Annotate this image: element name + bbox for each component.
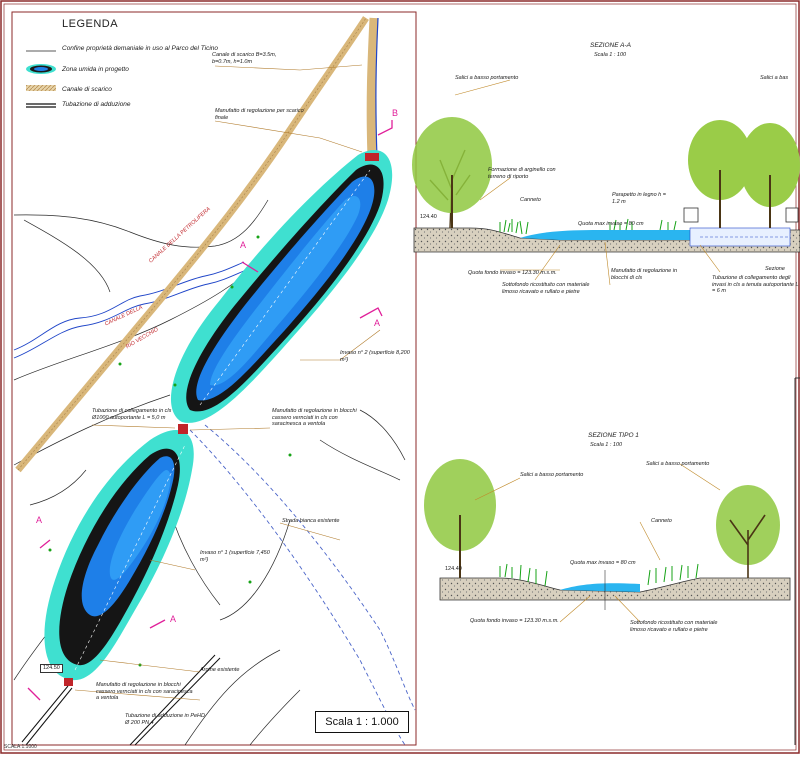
section-b-scale: Scala 1 : 100 — [590, 442, 623, 448]
section-aa-manufatto: Manufatto di regolazione in blocchi di c… — [611, 268, 678, 281]
legend-item-wetland: Zona umida in progetto — [62, 66, 129, 73]
legend-item-boundary: Confine proprietà demaniale in uso al Pa… — [62, 45, 219, 52]
basin-2 — [170, 150, 393, 423]
pipe-connection-label: Tubazione di collegamento in cls Ø1000 a… — [92, 408, 172, 421]
label-leaders — [74, 64, 381, 701]
manufatto-low-label: Manufatto di regolazione in blocchi cass… — [96, 682, 193, 701]
canal-watercourse — [13, 261, 247, 359]
section-b-bottom-level: Quota fondo invaso = 123.30 m.s.m. — [470, 618, 559, 624]
section-b-tree-left — [424, 459, 496, 578]
embankment-label: Argine esistente — [200, 667, 240, 673]
section-aa-bottom-level: Quota fondo invaso = 123.30 m.s.m. — [468, 270, 557, 276]
level-tag: 124.50 — [40, 664, 63, 673]
drainage-canal-icon — [26, 85, 56, 91]
manufatto-mid-label: Manufatto di regolazione in blocchi cass… — [272, 408, 357, 427]
section-aa-tree-right — [688, 120, 800, 228]
section-aa-topsoil: Formazione di arginello con terreno di r… — [488, 167, 556, 180]
wetland-zone-icon — [26, 64, 56, 74]
section-aa-tree-left — [412, 117, 492, 229]
outlet-canal — [366, 17, 379, 159]
section-mark-a-lower-right: A — [170, 614, 177, 624]
plan-scale-box: Scala 1 : 1.000 — [315, 711, 409, 733]
section-b-canna: Canneto — [651, 518, 672, 524]
survey-points — [48, 235, 292, 667]
section-b-ground — [439, 577, 791, 601]
section-aa-trees-left: Salici a basso portamento — [455, 75, 519, 81]
section-b-water-level: Quota max invaso = 80 cm — [570, 560, 636, 566]
section-marks — [27, 120, 393, 701]
terrain-contours — [13, 199, 406, 746]
section-aa-reeds — [499, 218, 677, 235]
supply-pipeline — [21, 654, 221, 746]
canal-label: Canale di scarico B=3.5m, b=0.7m, h=1.0m — [212, 52, 277, 65]
supply-pipe-label: Tubazione di adduzione in PeHD Ø 200 PN … — [125, 713, 206, 726]
section-aa-water-level: Quota max invaso = 80 cm — [578, 221, 644, 227]
section-aa-title: SEZIONE A-A — [590, 42, 631, 49]
sheet-border-inner — [3, 3, 797, 751]
page-ref: SCALA 1:1000 — [4, 744, 37, 750]
basin-1 — [44, 430, 194, 681]
legend-item-pipe: Tubazione di adduzione — [62, 101, 131, 108]
section-mark-a-lower: A — [36, 515, 43, 525]
outlet-structure — [365, 153, 379, 161]
basin-2-label: Invaso n° 2 (superficie 8,200 m²) — [340, 350, 410, 363]
legend-item-canal: Canale di scarico — [62, 86, 112, 93]
section-aa-elev: 124.40 — [420, 214, 437, 220]
parapet-icon — [683, 207, 699, 223]
section-b-reeds — [499, 563, 699, 587]
section-b-title: SEZIONE TIPO 1 — [588, 432, 639, 439]
section-aa-trees-right: Salici a bas — [760, 75, 789, 81]
basin-1-label: Invaso n° 1 (superficie 7,450 m²) — [200, 550, 270, 563]
section-aa-sezione-tag: Sezione — [765, 266, 785, 272]
section-b-water — [560, 583, 640, 592]
section-aa-scale: Scala 1 : 100 — [594, 52, 627, 58]
section-aa-water — [520, 230, 690, 240]
pipeline-icon — [26, 103, 56, 108]
road-label: Strada bianca esistente — [282, 518, 340, 524]
section-b-elev-left: 124.40 — [445, 566, 462, 572]
section-aa-parapet: Parapetto in legno h = 1.2 m — [612, 192, 666, 205]
legend-title: LEGENDA — [62, 18, 119, 30]
section-b-trees-left: Salici a basso portamento — [520, 472, 584, 478]
section-b-bottom-fill: Sottofondo ricostituito con materiale li… — [630, 620, 718, 633]
section-aa-bottom-fill: Sottofondo ricostituito con materiale li… — [502, 282, 590, 295]
plan-panel-border — [11, 11, 417, 746]
regulation-structure-mid — [178, 424, 188, 434]
section-b-tree-right — [716, 485, 780, 578]
section-mark-a-upper: A — [240, 240, 247, 250]
section-b-trees-right: Salici a basso portamento — [646, 461, 710, 467]
section-mark-b: B — [392, 108, 399, 118]
section-mark-a-right: A — [374, 318, 381, 328]
legend — [26, 50, 56, 108]
section-b — [424, 459, 791, 623]
gravel-road — [189, 424, 416, 746]
section-aa — [412, 79, 800, 286]
section-aa-tubazione: Tubazione di collegamento degli invasi i… — [712, 275, 799, 294]
section-aa-canna: Canneto — [520, 197, 541, 203]
outlet-label: Manufatto di regolazione per scarico fin… — [215, 108, 304, 121]
regulation-structure-low — [64, 678, 73, 686]
